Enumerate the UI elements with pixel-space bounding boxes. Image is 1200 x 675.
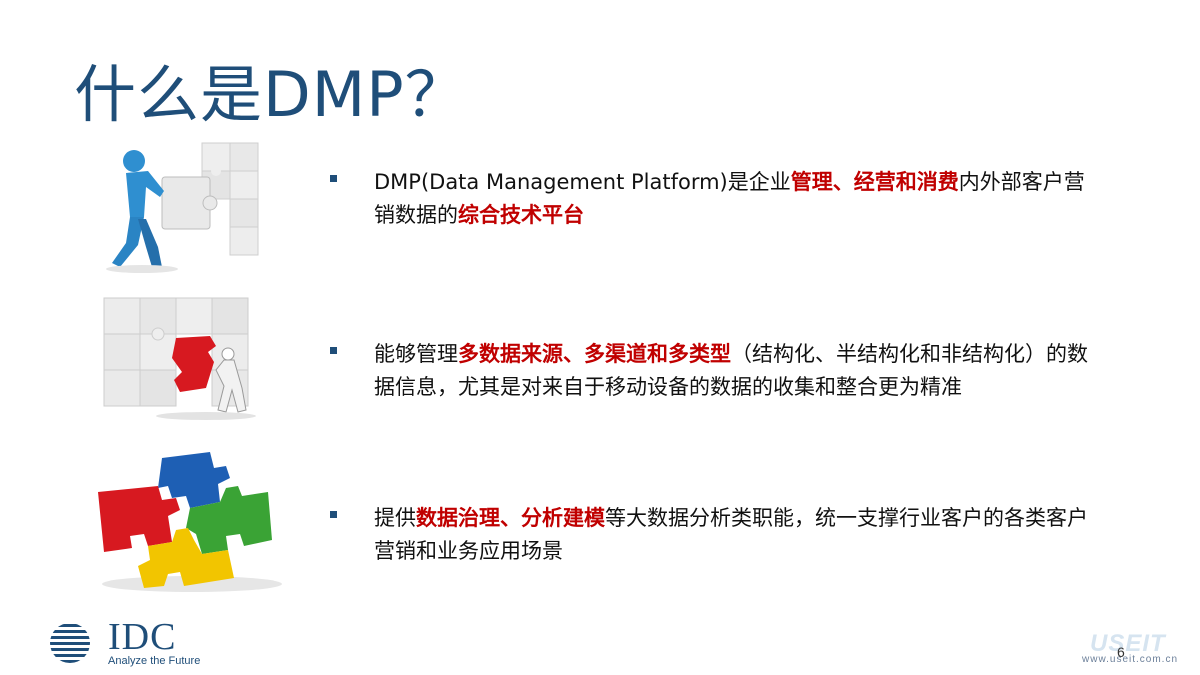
bullet-text-segment: 内外部客户营销数据的 [374, 170, 1085, 227]
colored-puzzle-pieces-illustration [92, 448, 282, 596]
bullet-highlight: 综合技术平台 [458, 203, 584, 227]
globe-icon [50, 623, 90, 663]
puzzle-wall-red-piece-illustration [96, 288, 266, 428]
bullet-text: 提供数据治理、分析建模等大数据分析类职能，统一支撑行业客户的各类客户营销和业务应… [374, 502, 1099, 568]
logo-tagline: Analyze the Future [108, 655, 201, 667]
figure-pushing-puzzle-illustration [90, 135, 280, 275]
bullet-square-icon [330, 175, 337, 182]
idc-logo: IDC Analyze the Future [38, 616, 248, 669]
bullet-square-icon [330, 511, 337, 518]
bullet-text-segment: （结构化、半结构化和非结构化）的数据信息，尤其是对来自于移动设备的数据的收集和整… [374, 342, 1088, 399]
slide-title: 什么是DMP？ [74, 58, 468, 131]
bullet-highlight: 多数据来源、多渠道和多类型 [458, 342, 731, 366]
bullet-text-segment: 提供 [374, 506, 416, 530]
watermark-logo: USEIT [1090, 630, 1166, 657]
bullet-text-segment: 能够管理 [374, 342, 458, 366]
bullet-square-icon [330, 347, 337, 354]
bullet-highlight: 管理、经营和消费 [790, 170, 959, 194]
logo-wordmark: IDC [108, 616, 177, 658]
bullet-text: DMP(Data Management Platform)是企业管理、经营和消费… [374, 166, 1094, 232]
watermark-url: www.useit.com.cn [1082, 654, 1179, 665]
bullet-text-segment: DMP(Data Management Platform)是企业 [374, 170, 791, 194]
page-number: 6 [1117, 644, 1125, 660]
bullet-highlight: 数据治理、分析建模 [416, 506, 605, 530]
bullet-text-segment: 等大数据分析类职能，统一支撑行业客户的各类客户营销和业务应用场景 [374, 506, 1088, 563]
bullet-item: 提供数据治理、分析建模等大数据分析类职能，统一支撑行业客户的各类客户营销和业务应… [330, 502, 1110, 568]
bullet-item: 能够管理多数据来源、多渠道和多类型（结构化、半结构化和非结构化）的数据信息，尤其… [330, 338, 1110, 404]
bullet-item: DMP(Data Management Platform)是企业管理、经营和消费… [330, 166, 1110, 232]
bullet-text: 能够管理多数据来源、多渠道和多类型（结构化、半结构化和非结构化）的数据信息，尤其… [374, 338, 1099, 404]
